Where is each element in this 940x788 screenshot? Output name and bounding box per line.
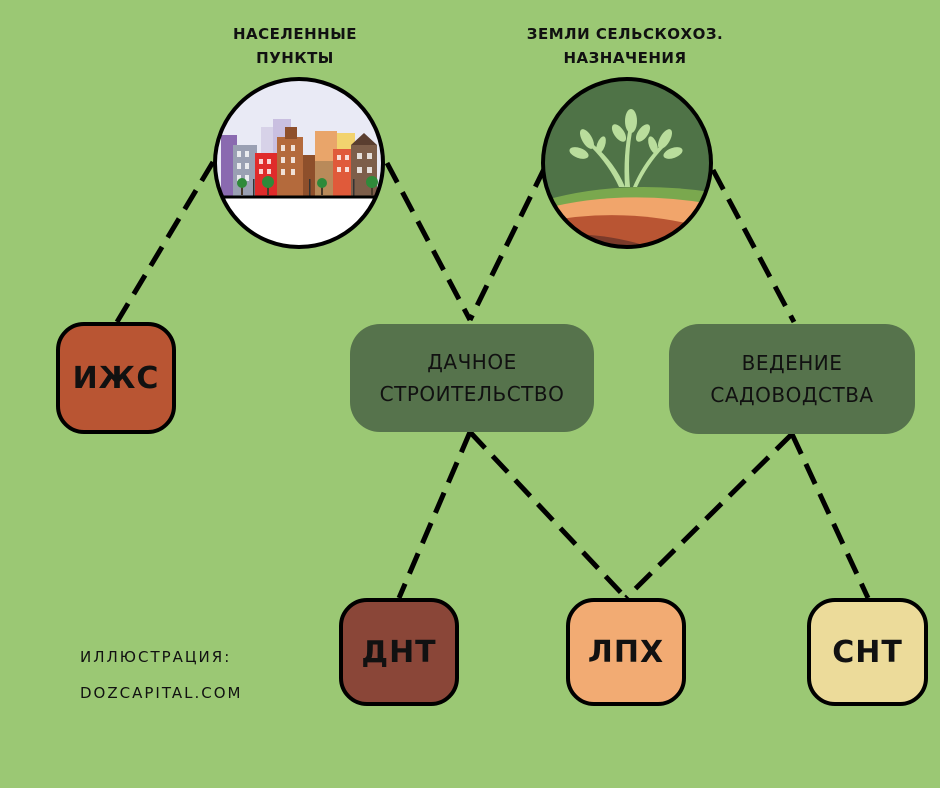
line-gardening-lph — [624, 432, 794, 600]
dnt-label: ДНТ — [361, 634, 437, 670]
snt-label: СНТ — [832, 634, 903, 670]
credit-site: DOZCAPITAL.COM — [80, 684, 243, 702]
izhs-label: ИЖС — [72, 360, 160, 396]
dacha-construction-label: ДАЧНОЕ СТРОИТЕЛЬСТВО — [379, 350, 565, 406]
lph-label: ЛПХ — [587, 634, 665, 670]
line-gardening-snt — [789, 432, 871, 600]
snt-box: СНТ — [807, 598, 928, 706]
line-agri-gardening — [710, 168, 797, 324]
lph-box: ЛПХ — [566, 598, 686, 706]
credit-label: ИЛЛЮСТРАЦИЯ: — [80, 648, 232, 666]
line-dacha-dnt — [396, 431, 473, 599]
line-settlements-dacha — [384, 161, 473, 322]
city-skyline-icon — [213, 77, 385, 249]
line-agri-dacha — [467, 165, 548, 322]
sprout-field-icon — [541, 77, 713, 249]
line-settlements-izhs — [114, 160, 216, 324]
izhs-box: ИЖС — [56, 322, 176, 434]
gardening-label: ВЕДЕНИЕ САДОВОДСТВА — [710, 351, 874, 407]
line-dacha-lph — [468, 430, 628, 600]
settlements-label: НАСЕЛЕННЫЕ ПУНКТЫ — [232, 25, 358, 67]
dacha-construction-box: ДАЧНОЕ СТРОИТЕЛЬСТВО — [350, 324, 594, 432]
gardening-box: ВЕДЕНИЕ САДОВОДСТВА — [669, 324, 915, 434]
dnt-box: ДНТ — [339, 598, 459, 706]
agricultural-label: ЗЕМЛИ СЕЛЬСКОХОЗ. НАЗНАЧЕНИЯ — [526, 25, 724, 67]
